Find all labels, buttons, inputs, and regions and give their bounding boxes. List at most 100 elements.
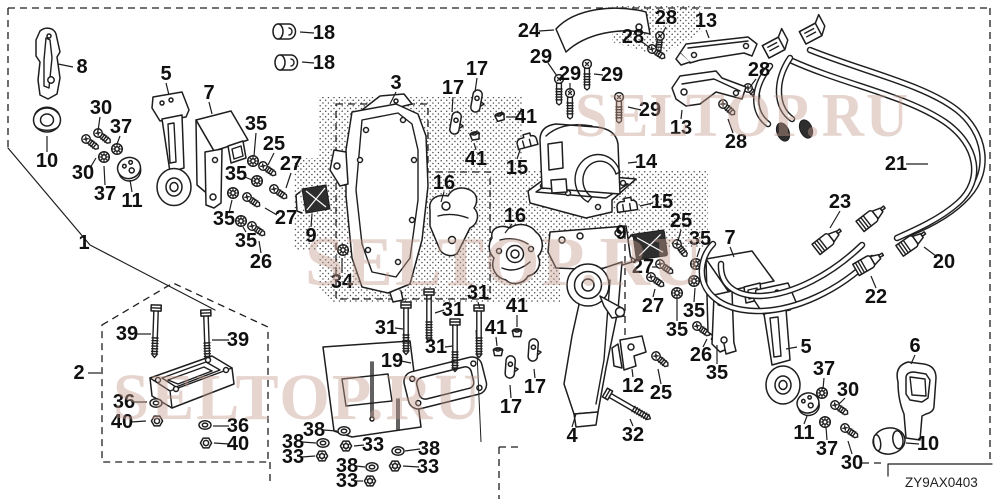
part-label-21: 21: [885, 153, 907, 175]
leader-line-35: [242, 226, 247, 233]
part-label-40: 40: [111, 411, 133, 433]
leader-line-16: [504, 223, 513, 234]
leader-line-31: [434, 309, 445, 314]
leader-line-35: [693, 287, 696, 303]
part-label-15: 15: [506, 157, 528, 179]
leader-line-31: [394, 327, 404, 330]
part-16-drawing-a: [429, 187, 479, 257]
part-label-31: 31: [467, 282, 489, 304]
leader-line-38: [404, 448, 421, 452]
leader-line-38: [322, 429, 338, 432]
leader-line-4: [571, 413, 577, 428]
part-label-35: 35: [245, 113, 267, 135]
part-5-drawing-left: [151, 91, 192, 207]
part-label-29: 29: [639, 99, 661, 121]
leader-line-5: [165, 82, 170, 96]
part-label-31: 31: [442, 299, 464, 321]
part-label-27: 27: [642, 295, 664, 317]
part-label-9: 9: [305, 225, 316, 247]
part-label-30: 30: [837, 379, 859, 401]
part-label-25: 25: [263, 133, 285, 155]
group2-box: [101, 282, 269, 463]
part-label-28: 28: [655, 7, 677, 29]
leader-line-18: [301, 61, 315, 64]
part-label-38: 38: [282, 431, 304, 453]
part-label-28: 28: [622, 26, 644, 48]
leader-line-38: [301, 441, 317, 444]
part-label-31: 31: [425, 336, 447, 358]
leader-line-31: [477, 301, 481, 310]
part-label-18: 18: [313, 22, 335, 44]
leader-line-26: [702, 338, 708, 348]
part-label-29: 29: [559, 63, 581, 85]
part-label-37: 37: [816, 438, 838, 460]
leader-line-29: [627, 106, 642, 111]
part-label-36: 36: [227, 415, 249, 437]
part-label-7: 7: [203, 82, 214, 104]
part-label-13: 13: [695, 10, 717, 32]
part-label-13: 13: [670, 117, 692, 139]
leader-line-28: [727, 118, 734, 134]
part-label-16: 16: [433, 172, 455, 194]
part-label-37: 37: [94, 183, 116, 205]
group4-box: [269, 446, 522, 499]
part-label-30: 30: [72, 162, 94, 184]
part-label-34: 34: [331, 271, 354, 293]
leader-line-7: [208, 101, 213, 115]
part-2-spacer-drawing: [149, 355, 235, 409]
part-label-3: 3: [390, 72, 401, 94]
part-19-drawing: [322, 329, 488, 443]
part-label-27: 27: [632, 256, 654, 278]
leader-line-17: [451, 96, 454, 113]
part-label-37: 37: [813, 358, 835, 380]
part-label-26: 26: [250, 251, 272, 273]
part-label-2: 2: [73, 362, 84, 384]
leader-line-35: [696, 247, 701, 258]
part-label-17: 17: [466, 58, 488, 80]
part-6-drawing: [896, 361, 937, 441]
part-label-33: 33: [362, 434, 384, 456]
part-label-11: 11: [793, 422, 814, 444]
leader-line-17: [509, 384, 512, 399]
part-18-drawing: [272, 23, 299, 71]
leader-line-13: [680, 109, 683, 120]
part-label-31: 31: [375, 317, 397, 339]
part-label-15: 15: [651, 191, 673, 213]
leader-line-20: [923, 246, 937, 257]
part-10-drawing: [32, 106, 62, 133]
leader-line-30: [847, 440, 853, 455]
leader-line-22: [870, 275, 877, 289]
part-10-drawing-right: [872, 427, 906, 455]
leader-line-31: [444, 345, 454, 348]
leader-line-30: [838, 397, 846, 405]
part-label-32: 32: [622, 424, 644, 446]
leader-line-12: [631, 368, 634, 378]
leader-line-17: [533, 368, 536, 379]
leader-line-24: [538, 29, 555, 32]
leader-line-29: [593, 73, 604, 76]
leader-line-19: [400, 360, 412, 364]
part-label-41: 41: [485, 317, 507, 339]
parts-artwork: [32, 7, 986, 487]
leader-line-23: [829, 210, 841, 229]
leader-line-27: [652, 288, 656, 298]
leader-line-38: [355, 465, 366, 468]
part-label-14: 14: [635, 151, 658, 173]
part-label-17: 17: [524, 376, 546, 398]
leader-line-32: [629, 418, 634, 427]
leader-line-14: [627, 161, 638, 164]
leader-lines: [46, 26, 937, 482]
part-label-41: 41: [465, 148, 487, 170]
part-label-11: 11: [121, 190, 142, 212]
part-24-drawing: [555, 7, 651, 53]
leader-line-5: [785, 346, 798, 350]
part-14-drawing: [527, 123, 637, 219]
leader-line-9: [310, 213, 313, 228]
part-8-drawing: [35, 27, 61, 100]
leader-line-37: [822, 377, 825, 390]
group3-box: [335, 103, 491, 300]
leader-line-7: [729, 246, 735, 258]
leader-line-33: [301, 455, 316, 458]
part-label-35: 35: [689, 228, 711, 250]
